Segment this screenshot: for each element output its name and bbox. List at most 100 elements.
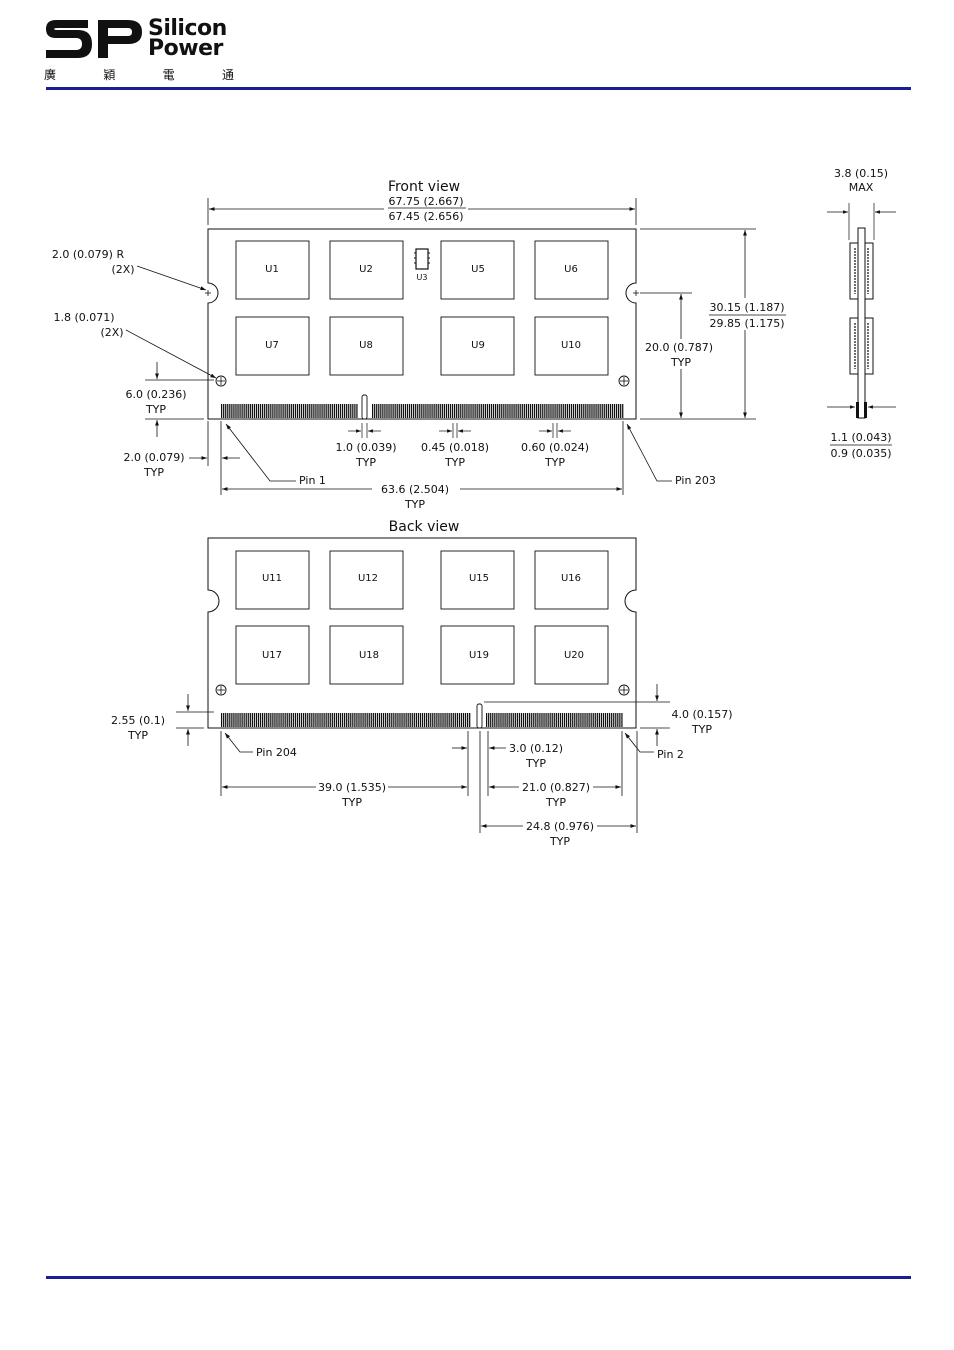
chip-u17-label: U17 [262, 650, 282, 661]
edge-contact-finger [423, 404, 425, 418]
back-chip-row-1: U11 U12 U15 U16 [235, 550, 609, 610]
chip-u2-label: U2 [359, 264, 373, 275]
brand-char-3: 電 [162, 68, 175, 82]
edge-contact-finger [517, 404, 519, 418]
edge-contact-finger [235, 713, 237, 727]
key-to-edge-dimension: 24.8 (0.976) TYP [481, 819, 636, 848]
edge-contact-finger [594, 713, 596, 727]
edge-contact-finger [398, 404, 400, 418]
edge-contact-finger [458, 404, 460, 418]
chip-u5 [440, 240, 515, 300]
edge-contact-finger [239, 404, 241, 418]
edge-contact-finger [606, 713, 609, 727]
edge-contact-finger [486, 404, 489, 418]
edge-contact-finger [572, 404, 575, 418]
edge-contact-finger [243, 713, 245, 727]
edge-contact-finger [476, 404, 478, 418]
edge-contact-finger [331, 713, 333, 727]
chip-u12-label: U12 [358, 573, 378, 584]
chip-u7 [235, 316, 310, 376]
edge-contact-finger [604, 713, 607, 727]
side-thickness-label: 3.8 (0.15) [834, 167, 888, 180]
edge-contact-finger [270, 713, 272, 727]
front-width-dimension: 67.75 (2.667) 67.45 (2.656) [207, 195, 637, 225]
edge-contact-finger [545, 713, 547, 727]
edge-contact-finger [518, 713, 521, 727]
edge-contact-finger [613, 404, 616, 418]
edge-contact-finger [601, 404, 603, 418]
edge-contact-finger [557, 713, 559, 727]
edge-contact-finger [464, 404, 466, 418]
front-chip-u3: U3 [414, 248, 430, 282]
edge-contact-finger [223, 404, 225, 418]
edge-contact-finger [237, 404, 239, 418]
chip-u8-label: U8 [359, 340, 373, 351]
edge-contact-finger [280, 713, 282, 727]
edge-contact-finger [300, 404, 303, 418]
edge-contact-finger [309, 713, 311, 727]
edge-contact-finger [574, 404, 577, 418]
edge-contact-finger [266, 404, 268, 418]
edge-contact-finger [225, 404, 227, 418]
edge-contact-finger [311, 713, 313, 727]
edge-contact-finger [388, 404, 390, 418]
pin-width-dimension: 0.45 (0.018) TYP [421, 423, 489, 469]
edge-contact-finger [618, 404, 620, 418]
edge-contact-finger [523, 404, 525, 418]
edge-contact-finger [251, 713, 253, 727]
edge-contact-finger [521, 404, 523, 418]
edge-contact-finger [574, 713, 576, 727]
edge-contact-finger [378, 404, 380, 418]
edge-contact-finger [438, 713, 440, 727]
left-span-dimension: 39.0 (1.535) TYP [222, 780, 467, 809]
pin204-callout: Pin 204 [224, 732, 297, 759]
edge-contact-finger [460, 713, 463, 727]
edge-contact-finger [231, 404, 233, 418]
chip-u15 [440, 550, 515, 610]
header-rule [46, 87, 911, 90]
brand-chinese-name: 廣 穎 電 通 [44, 66, 234, 83]
edge-contact-finger [223, 713, 225, 727]
front-chip-row-1: U1 U2 U5 U6 [235, 240, 609, 300]
edge-contact-finger [502, 713, 504, 727]
edge-contact-finger [339, 404, 342, 418]
edge-contact-finger [433, 404, 435, 418]
edge-contact-finger [231, 713, 233, 727]
edge-contact-finger [417, 404, 419, 418]
edge-contact-finger [401, 713, 403, 727]
edge-contact-finger [245, 404, 247, 418]
edge-contact-finger [393, 713, 395, 727]
chip-u16-label: U16 [561, 573, 581, 584]
edge-contact-finger [579, 404, 581, 418]
edge-contact-finger [305, 404, 307, 418]
side-pcb-min: 0.9 (0.035) [830, 447, 891, 460]
brand-logo: Silicon Power 廣 穎 電 通 [44, 16, 244, 86]
edge-contact-finger [354, 404, 356, 418]
edge-contact-finger [506, 713, 508, 727]
edge-contact-finger [564, 404, 566, 418]
key-gap-label: 3.0 (0.12) [509, 742, 563, 755]
brand-line2: Power [148, 36, 223, 61]
edge-contact-finger [556, 404, 558, 418]
contact-height-typ: TYP [127, 729, 148, 742]
edge-contact-finger [454, 713, 456, 727]
chip-u9-label: U9 [471, 340, 485, 351]
edge-contact-finger [389, 713, 391, 727]
edge-contact-finger [541, 713, 543, 727]
edge-contact-finger [440, 713, 442, 727]
edge-contact-finger [470, 404, 472, 418]
edge-contact-finger [341, 713, 344, 727]
edge-contact-finger [458, 713, 461, 727]
edge-contact-finger [539, 713, 541, 727]
edge-contact-finger [609, 404, 612, 418]
edge-contact-finger [494, 713, 496, 727]
edge-contact-finger [443, 404, 445, 418]
edge-contact-finger [227, 404, 229, 418]
edge-contact-finger [288, 404, 290, 418]
edge-contact-finger [313, 404, 315, 418]
edge-contact-finger [589, 404, 591, 418]
edge-contact-finger [364, 713, 366, 727]
edge-contact-finger [542, 404, 544, 418]
edge-contact-finger [510, 713, 512, 727]
edge-contact-finger [362, 713, 364, 727]
